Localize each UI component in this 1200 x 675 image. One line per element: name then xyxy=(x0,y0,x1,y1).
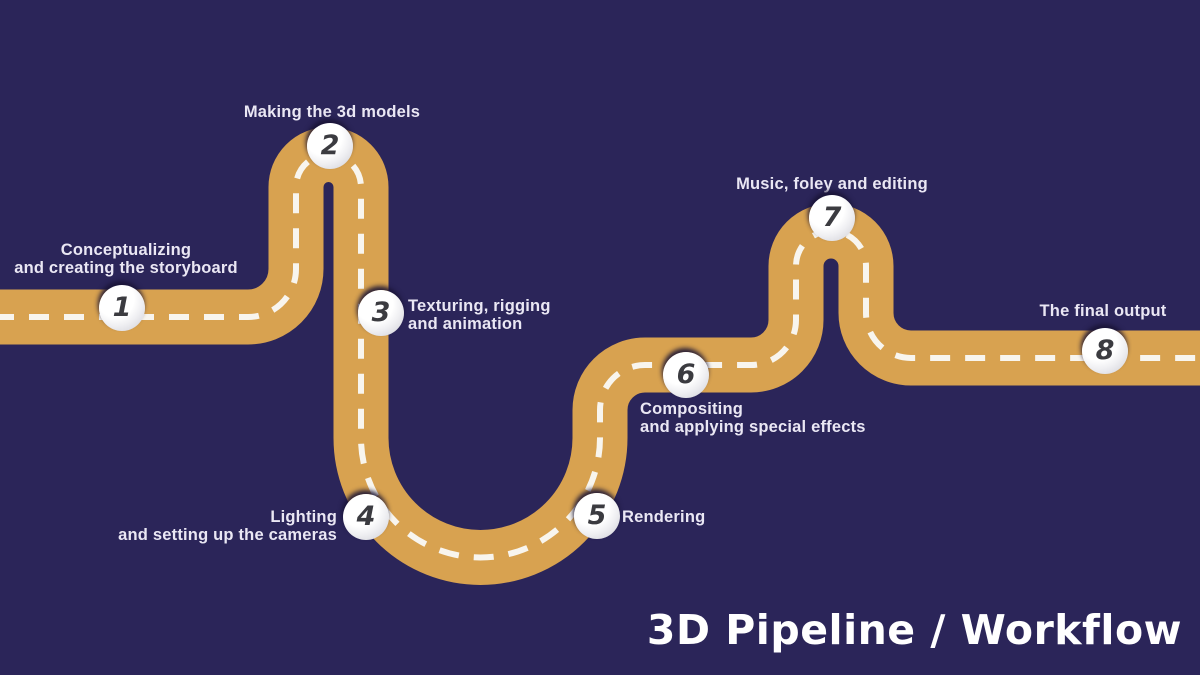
step-badge-2: 2 xyxy=(307,123,353,169)
step-number-3: 3 xyxy=(371,296,391,328)
step-label-lighting: Lighting and setting up the cameras xyxy=(118,508,337,545)
step-number-1: 1 xyxy=(112,291,132,323)
step-label-final-output: The final output xyxy=(1039,302,1167,320)
step-label-rendering: Rendering xyxy=(622,508,706,526)
step-number-6: 6 xyxy=(676,358,696,390)
step-number-4: 4 xyxy=(356,500,376,532)
step-label-conceptualizing: Conceptualizing and creating the storybo… xyxy=(14,241,238,278)
step-badge-3: 3 xyxy=(358,290,404,336)
step-label-compositing: Compositing and applying special effects xyxy=(640,400,866,437)
step-label-modeling: Making the 3d models xyxy=(243,103,421,121)
road-centerline xyxy=(0,151,1200,561)
step-number-7: 7 xyxy=(822,201,842,233)
step-badge-5: 5 xyxy=(574,493,620,539)
step-badge-8: 8 xyxy=(1082,328,1128,374)
step-number-5: 5 xyxy=(587,499,607,531)
step-number-8: 8 xyxy=(1095,334,1115,366)
step-label-music: Music, foley and editing xyxy=(736,175,928,193)
page-title: 3D Pipeline / Workflow xyxy=(646,606,1182,654)
step-number-2: 2 xyxy=(320,129,340,161)
step-badge-7: 7 xyxy=(809,195,855,241)
step-badge-4: 4 xyxy=(343,494,389,540)
step-badge-1: 1 xyxy=(99,285,145,331)
step-label-texturing: Texturing, rigging and animation xyxy=(408,297,551,334)
step-badge-6: 6 xyxy=(663,352,709,398)
